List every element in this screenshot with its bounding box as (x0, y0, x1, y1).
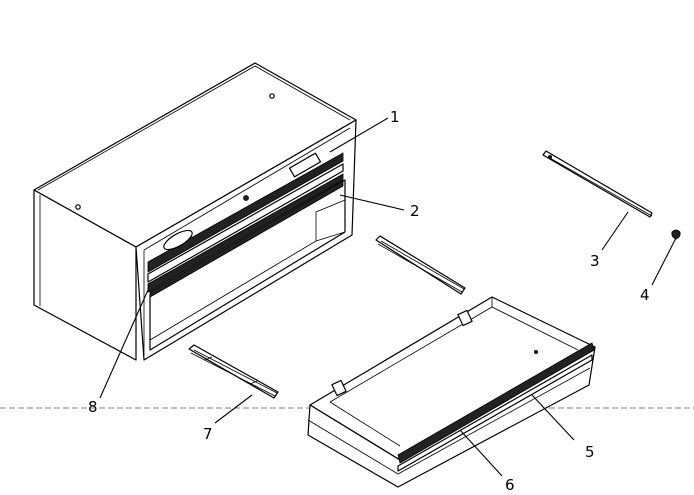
screw-icon (243, 195, 249, 201)
callout-7: 7 (203, 425, 213, 443)
screw-icon (75, 204, 81, 210)
callout-4: 4 (640, 286, 650, 304)
drawer-slide-upper (375, 235, 466, 295)
cabinet-left-side (33, 189, 137, 361)
callout-8: 8 (88, 398, 98, 416)
leader-lines (99, 117, 677, 477)
drawer (307, 296, 596, 488)
part-3-strip (542, 150, 653, 218)
callout-2: 2 (410, 202, 420, 220)
part-7-drawer-slide (188, 344, 279, 399)
lock-plate (288, 152, 322, 178)
screw-icon (269, 93, 275, 99)
drawer-handle-strip (397, 342, 595, 464)
part-4-bumper (671, 229, 681, 240)
tool-chest-cabinet (33, 62, 357, 361)
callout-1: 1 (390, 108, 400, 126)
callout-6: 6 (505, 476, 515, 494)
callout-3: 3 (590, 252, 600, 270)
cabinet-logo-oval (163, 229, 193, 251)
callout-5: 5 (585, 443, 595, 461)
drawer-rail-strips (147, 152, 344, 298)
